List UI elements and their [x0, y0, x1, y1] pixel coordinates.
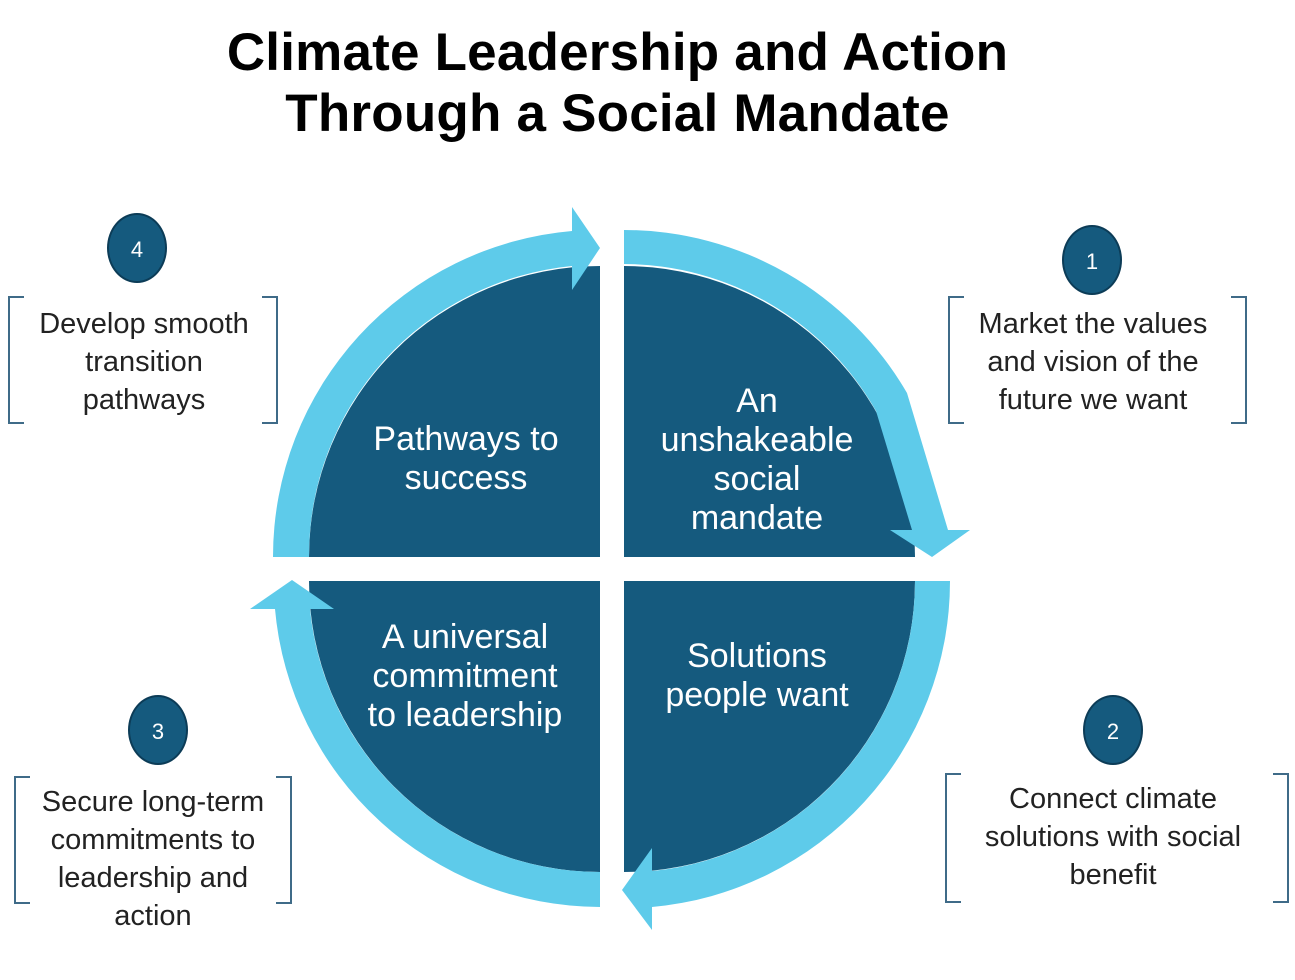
quadrant-bottom-right-line: people want: [665, 676, 849, 714]
quadrant-top-right-line: An: [736, 382, 778, 420]
step-4-line: transition: [85, 346, 203, 378]
arrow-arc-top-left: [272, 207, 600, 557]
step-1-bracket-left: [948, 296, 964, 424]
step-3-text: Secure long-term commitments to leadersh…: [14, 783, 292, 935]
step-4-bracket-right: [262, 296, 278, 424]
quadrant-bottom-left-line: to leadership: [367, 696, 563, 734]
arrow-arc-bottom-right: [622, 581, 951, 930]
arrow-arc-bottom-left: [250, 580, 600, 907]
quadrant-bottom-right-line: Solutions: [687, 637, 827, 675]
step-3-line: Secure long-term: [41, 786, 265, 818]
step-3-bracket-left: [14, 776, 30, 904]
step-4-badge: 4: [107, 213, 167, 283]
arrow-arc-top-right: [624, 229, 970, 557]
step-3-line: leadership and: [57, 862, 249, 894]
step-2-line: benefit: [1069, 859, 1157, 891]
step-1-badge: 1: [1062, 225, 1122, 295]
quadrant-top-right-line: social: [713, 460, 801, 498]
step-3-bracket-right: [276, 776, 292, 904]
step-3-line: action: [114, 900, 192, 932]
quadrant-top-left-shape: [309, 266, 600, 557]
quadrant-top-right-shape: [624, 266, 915, 557]
quadrant-bottom-right-label: Solutions people want: [627, 637, 887, 715]
quadrant-bottom-right-shape: [624, 581, 915, 872]
quadrant-top-left-line: Pathways to: [373, 420, 559, 458]
title-line-2: Through a Social Mandate: [285, 84, 950, 143]
quadrant-top-right-line: unshakeable: [660, 421, 854, 459]
quadrant-bottom-left-label: A universal commitment to leadership: [330, 618, 600, 735]
step-2-line: Connect climate: [1009, 783, 1217, 815]
title-line-1: Climate Leadership and Action: [226, 23, 1009, 82]
step-2-line: solutions with social: [984, 821, 1242, 853]
step-1-bracket-right: [1231, 296, 1247, 424]
quadrant-bottom-left-line: A universal: [381, 618, 549, 656]
step-1-text: Market the values and vision of the futu…: [952, 305, 1234, 419]
step-4-line: pathways: [82, 384, 206, 416]
quadrant-bottom-left-shape: [309, 581, 600, 872]
step-4-line: Develop smooth: [39, 308, 249, 340]
step-3-badge: 3: [128, 695, 188, 765]
step-4-text: Develop smooth transition pathways: [10, 305, 278, 419]
diagram-title: Climate Leadership and Action Through a …: [60, 22, 1175, 144]
step-1-line: Market the values: [978, 308, 1208, 340]
step-4-bracket-left: [8, 296, 24, 424]
quadrant-top-left-line: success: [404, 459, 528, 497]
step-3-line: commitments to: [50, 824, 256, 856]
step-1-line: future we want: [998, 384, 1188, 416]
quadrant-top-right-line: mandate: [690, 499, 824, 537]
quadrant-bottom-left-line: commitment: [372, 657, 558, 695]
step-2-text: Connect climate solutions with social be…: [955, 780, 1271, 894]
step-2-bracket-right: [1273, 773, 1289, 903]
step-2-badge: 2: [1083, 695, 1143, 765]
step-2-bracket-left: [945, 773, 961, 903]
quadrant-top-left-label: Pathways to success: [336, 420, 596, 498]
quadrant-top-right-label: An unshakeable social mandate: [637, 382, 877, 538]
step-1-line: and vision of the: [987, 346, 1199, 378]
